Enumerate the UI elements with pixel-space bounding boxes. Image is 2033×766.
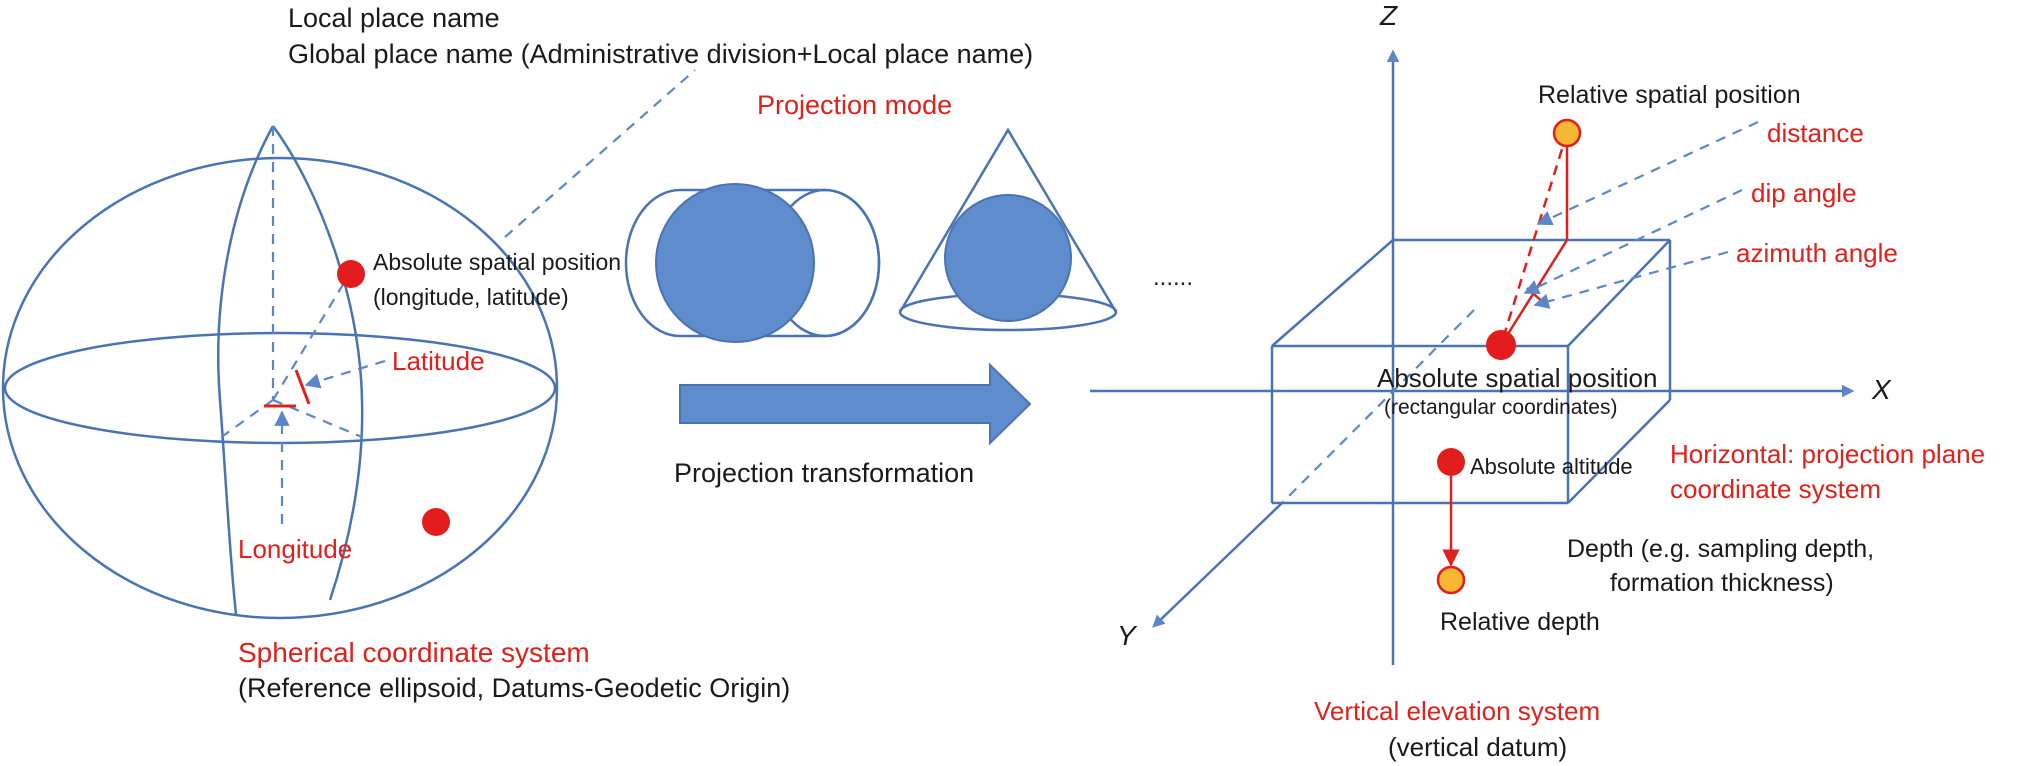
projection-transformation-label: Projection transformation bbox=[674, 458, 974, 488]
radius-to-front-dashed bbox=[215, 399, 274, 442]
absolute-position-coords: (longitude, latitude) bbox=[373, 284, 569, 310]
coordinate-box bbox=[1270, 238, 1672, 505]
absolute-position-point-3d bbox=[1486, 330, 1516, 360]
distance-label: distance bbox=[1767, 118, 1864, 148]
cylindrical-projection-icon bbox=[624, 183, 881, 343]
distance-line-dashed bbox=[1499, 132, 1569, 346]
z-axis-label: Z bbox=[1379, 0, 1398, 31]
azimuth-angle-pointer bbox=[1533, 250, 1729, 309]
projection-mode-label: Projection mode bbox=[757, 90, 952, 120]
relative-position-label: Relative spatial position bbox=[1538, 81, 1801, 109]
radius-to-point-dashed bbox=[272, 272, 351, 401]
place-name-leader bbox=[504, 69, 696, 238]
horizontal-system-label-line2: coordinate system bbox=[1670, 474, 1881, 504]
relative-depth-point bbox=[1436, 565, 1466, 595]
horizontal-system-label-line1: Horizontal: projection plane bbox=[1670, 439, 1985, 469]
absolute-altitude-point bbox=[1437, 448, 1465, 476]
absolute-position-3d-coords: (rectangular coordinates) bbox=[1384, 396, 1617, 419]
meridian-curve-2 bbox=[271, 125, 364, 601]
more-projections-ellipsis: ...... bbox=[1153, 264, 1193, 291]
rectangular-coordinate-system: Z X Y Relative spatial position distance… bbox=[1090, 0, 1985, 762]
x-axis-label: X bbox=[1871, 374, 1892, 405]
local-place-name-label: Local place name bbox=[288, 3, 500, 33]
spherical-system-title: Spherical coordinate system bbox=[238, 637, 590, 668]
radius-to-equator-dashed bbox=[272, 398, 363, 439]
projection-transformation-arrow bbox=[679, 362, 1032, 446]
projection-section: Projection mode ...... Projection transf… bbox=[624, 90, 1193, 488]
absolute-position-point bbox=[337, 260, 365, 288]
spherical-coordinate-system: Local place name Global place name (Admi… bbox=[1, 3, 1033, 703]
longitude-label: Longitude bbox=[238, 534, 352, 564]
dip-angle-label: dip angle bbox=[1751, 178, 1857, 208]
depth-label-line2: formation thickness) bbox=[1610, 569, 1834, 597]
meridian-curve bbox=[217, 125, 275, 615]
latitude-angle-mark bbox=[294, 369, 311, 405]
y-axis-dashed bbox=[1281, 309, 1475, 504]
distance-pointer bbox=[1536, 121, 1759, 226]
vertical-system-title: Vertical elevation system bbox=[1314, 696, 1600, 726]
azimuth-line bbox=[1499, 239, 1569, 346]
latitude-label: Latitude bbox=[392, 346, 485, 376]
equator-ellipse bbox=[3, 331, 557, 445]
relative-depth-label: Relative depth bbox=[1440, 608, 1600, 636]
y-axis-label: Y bbox=[1117, 620, 1138, 651]
y-axis-solid bbox=[1152, 502, 1283, 628]
global-place-name-label: Global place name (Administrative divisi… bbox=[288, 39, 1033, 69]
relative-position-point bbox=[1552, 118, 1582, 148]
surface-point bbox=[422, 508, 450, 536]
dip-angle-pointer bbox=[1523, 189, 1743, 295]
vertical-system-subtitle: (vertical datum) bbox=[1388, 732, 1567, 762]
azimuth-angle-label: azimuth angle bbox=[1736, 238, 1898, 268]
spherical-system-subtitle: (Reference ellipsoid, Datums-Geodetic Or… bbox=[238, 673, 790, 703]
conic-projection-icon bbox=[898, 127, 1118, 332]
absolute-altitude-label: Absolute altitude bbox=[1470, 454, 1633, 479]
reference-ellipsoid bbox=[1, 156, 559, 620]
depth-label-line1: Depth (e.g. sampling depth, bbox=[1567, 535, 1874, 563]
absolute-position-3d-title: Absolute spatial position bbox=[1377, 363, 1657, 393]
latitude-pointer bbox=[304, 359, 386, 389]
absolute-position-title: Absolute spatial position bbox=[373, 249, 621, 275]
